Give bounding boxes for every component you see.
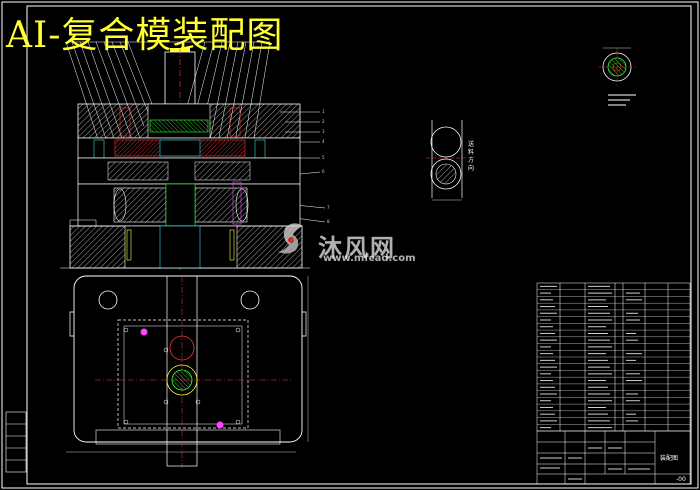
svg-text:料: 料	[468, 148, 474, 156]
parts-list-rows	[537, 289, 690, 425]
svg-text:5: 5	[322, 155, 325, 160]
svg-text:向: 向	[468, 164, 474, 172]
watermark-logo	[278, 223, 303, 254]
strip-direction-label: 送料 方向	[468, 140, 474, 172]
workpiece-notes	[608, 94, 636, 106]
balloon-numbers: 1 2 3 4 5 6 7 8	[322, 109, 330, 224]
svg-text:3: 3	[322, 129, 325, 134]
drawing-title: AI-复合模装配图	[6, 15, 284, 56]
parts-list-cell-marks	[540, 285, 642, 429]
plan-view	[66, 275, 309, 468]
strip-layout-detail	[426, 120, 466, 201]
svg-text:送: 送	[468, 140, 474, 148]
svg-text:8: 8	[327, 219, 330, 224]
svg-text:方: 方	[468, 156, 474, 164]
watermark-url: www.mfcad.com	[323, 253, 416, 264]
drawing-number: -00	[676, 476, 686, 483]
title-block-marks	[540, 447, 650, 480]
left-margin-block	[5, 411, 27, 473]
svg-text:2: 2	[322, 119, 325, 124]
svg-text:1: 1	[322, 109, 325, 114]
svg-text:4: 4	[322, 139, 325, 144]
watermark-text: 沐风网	[318, 234, 396, 262]
title-block-name: 装配图	[660, 455, 679, 462]
front-section-view: 1 2 3 4 5 6 7 8	[60, 41, 330, 270]
svg-text:7: 7	[327, 205, 330, 210]
svg-text:6: 6	[322, 169, 325, 174]
workpiece-detail	[598, 47, 636, 86]
title-block	[536, 430, 691, 485]
